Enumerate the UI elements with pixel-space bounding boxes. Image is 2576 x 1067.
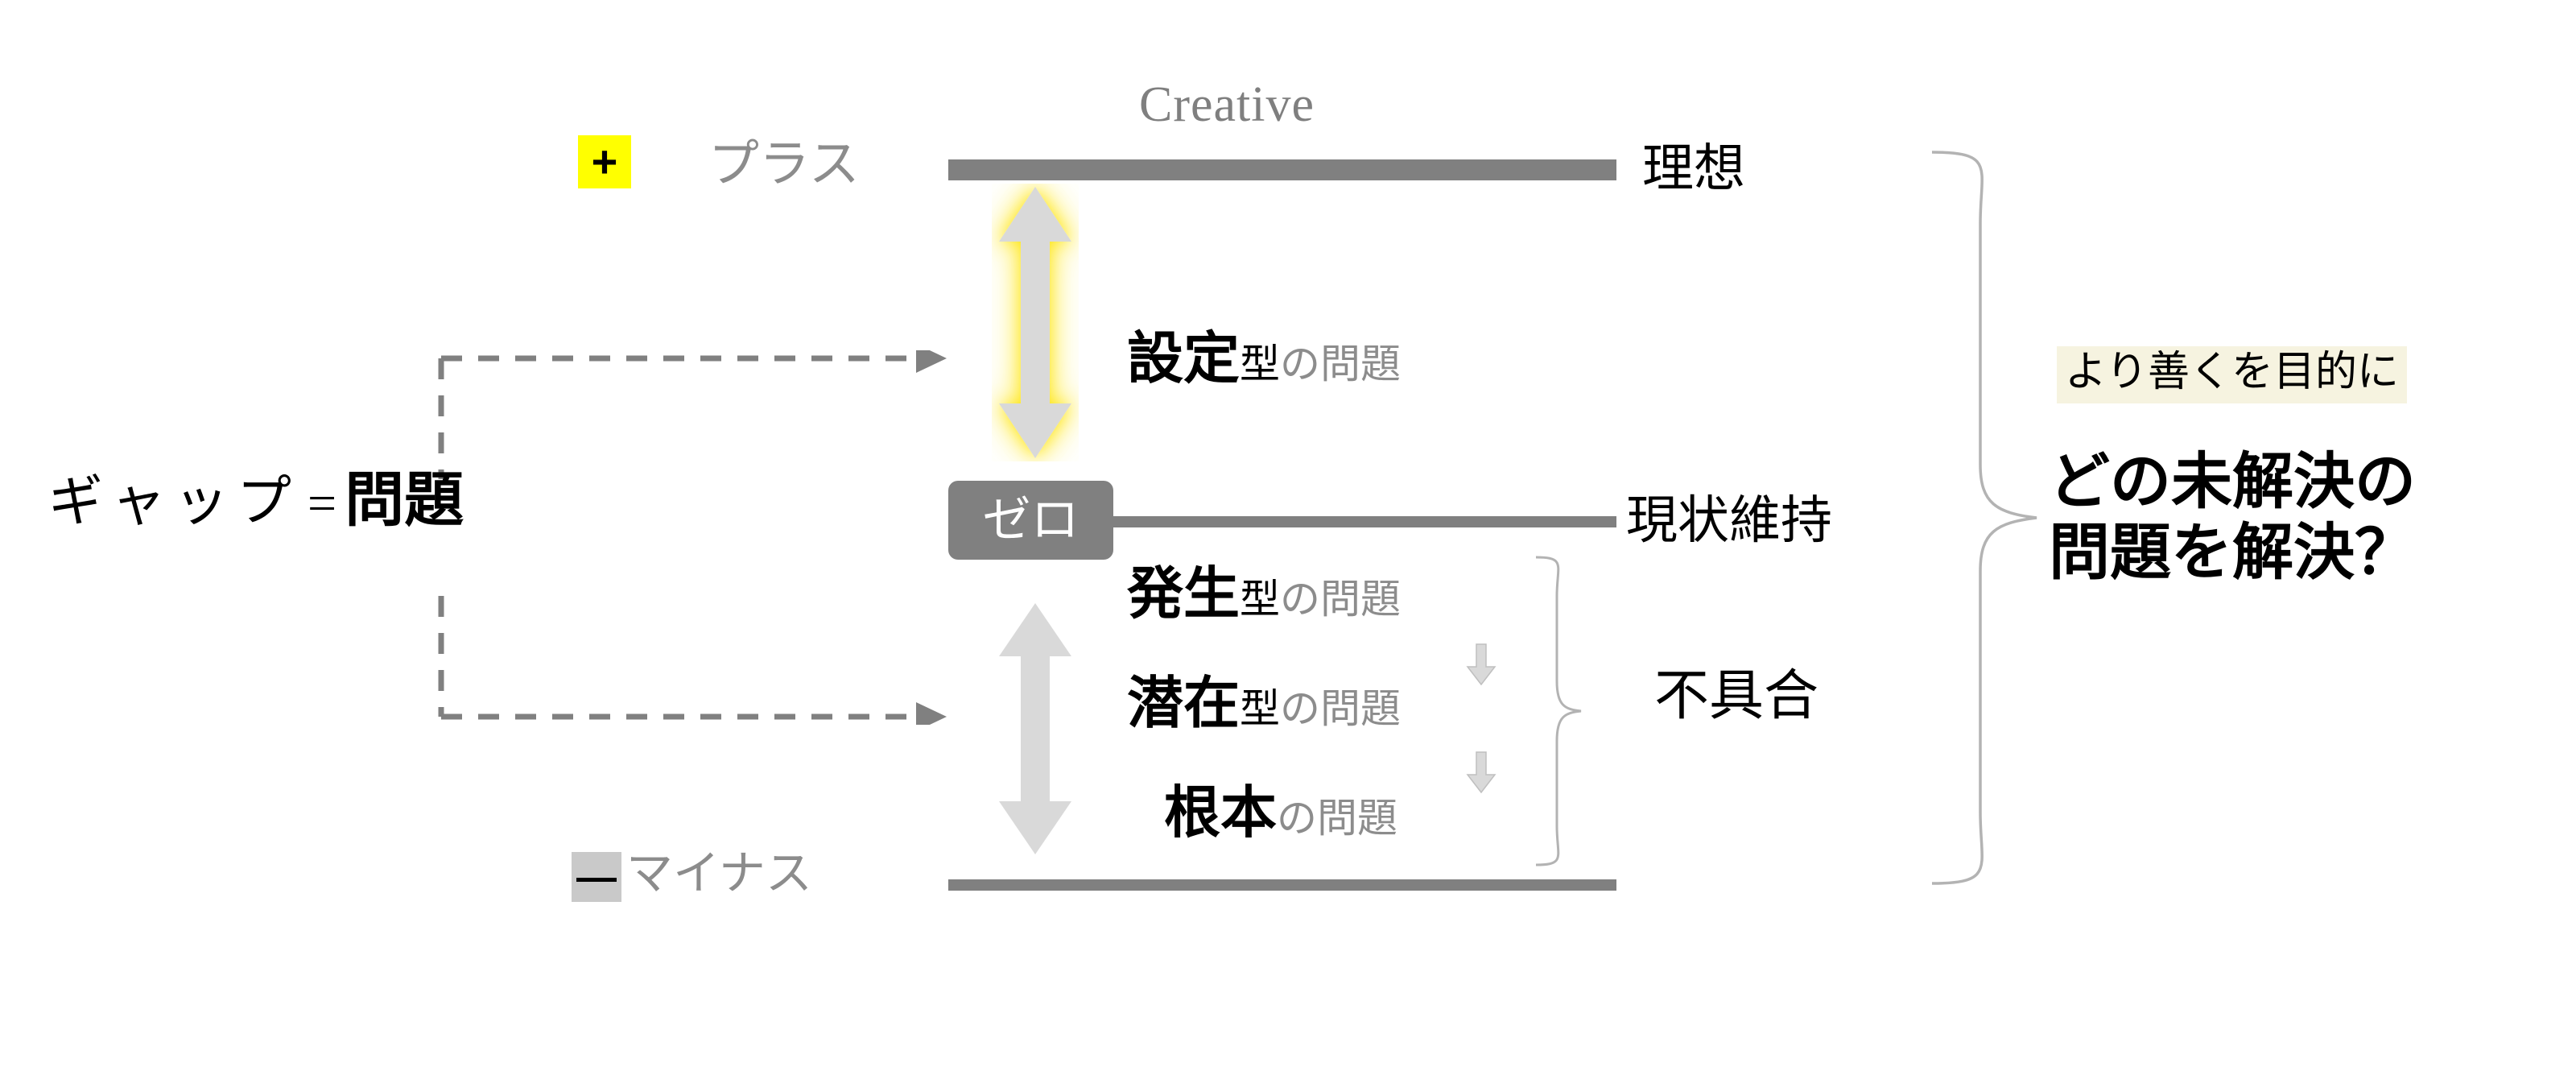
lower-gap-arrow-icon [999, 603, 1071, 854]
problem-key: 設定 [1127, 329, 1240, 391]
level-name-defect: 不具合 [1654, 665, 1819, 726]
problem-row-setting: 設定型の問題 [1127, 332, 1401, 388]
down-arrow-icon [1466, 751, 1496, 794]
problem-row-occurrence: 発生型の問題 [1127, 567, 1401, 623]
problem-row-root: 根本の問題 [1164, 786, 1397, 842]
creative-caption: Creative [1139, 77, 1315, 132]
problem-word: 問題 [345, 468, 464, 534]
gap-katakana: ギャップ [48, 470, 300, 534]
problem-tail: の問題 [1277, 796, 1397, 841]
zero-level-line [948, 516, 1616, 527]
defect-group-brace [1535, 556, 1582, 866]
question-line-2: 問題を解決？ [2049, 519, 2416, 588]
problem-key: 発生 [1127, 564, 1240, 626]
minus-label: マイナス [626, 846, 812, 900]
minus-sign-badge: ― [572, 852, 621, 902]
plus-label: プラス [708, 134, 860, 193]
level-name-status-quo: 現状維持 [1626, 492, 1832, 549]
question-block: どの未解決の 問題を解決？ [2049, 447, 2416, 589]
plus-level-line [948, 159, 1616, 180]
purpose-tag: より善くを目的に [2057, 346, 2407, 403]
down-arrow-icon [1466, 643, 1496, 686]
problem-tail: の問題 [1280, 341, 1401, 387]
problem-row-latent: 潜在型の問題 [1127, 676, 1401, 733]
problem-kata: 型 [1240, 577, 1280, 622]
problem-tail: の問題 [1280, 686, 1401, 731]
question-line-1: どの未解決の [2049, 449, 2416, 516]
problem-kata: 型 [1240, 686, 1280, 731]
problem-kata: 型 [1240, 341, 1280, 387]
equals-sign: = [308, 474, 337, 531]
problem-key: 根本 [1164, 783, 1277, 845]
problem-key: 潜在 [1127, 673, 1240, 735]
upper-gap-arrow-icon [999, 187, 1071, 458]
gap-equals-problem: ギャップ=問題 [48, 471, 464, 531]
gap-connector-dashed [438, 350, 947, 725]
minus-level-line [948, 879, 1616, 891]
level-name-ideal: 理想 [1642, 140, 1745, 197]
zero-badge: ゼロ [948, 481, 1113, 560]
plus-sign-badge: + [578, 135, 631, 188]
overall-scope-brace [1931, 151, 2037, 885]
problem-tail: の問題 [1280, 577, 1401, 622]
